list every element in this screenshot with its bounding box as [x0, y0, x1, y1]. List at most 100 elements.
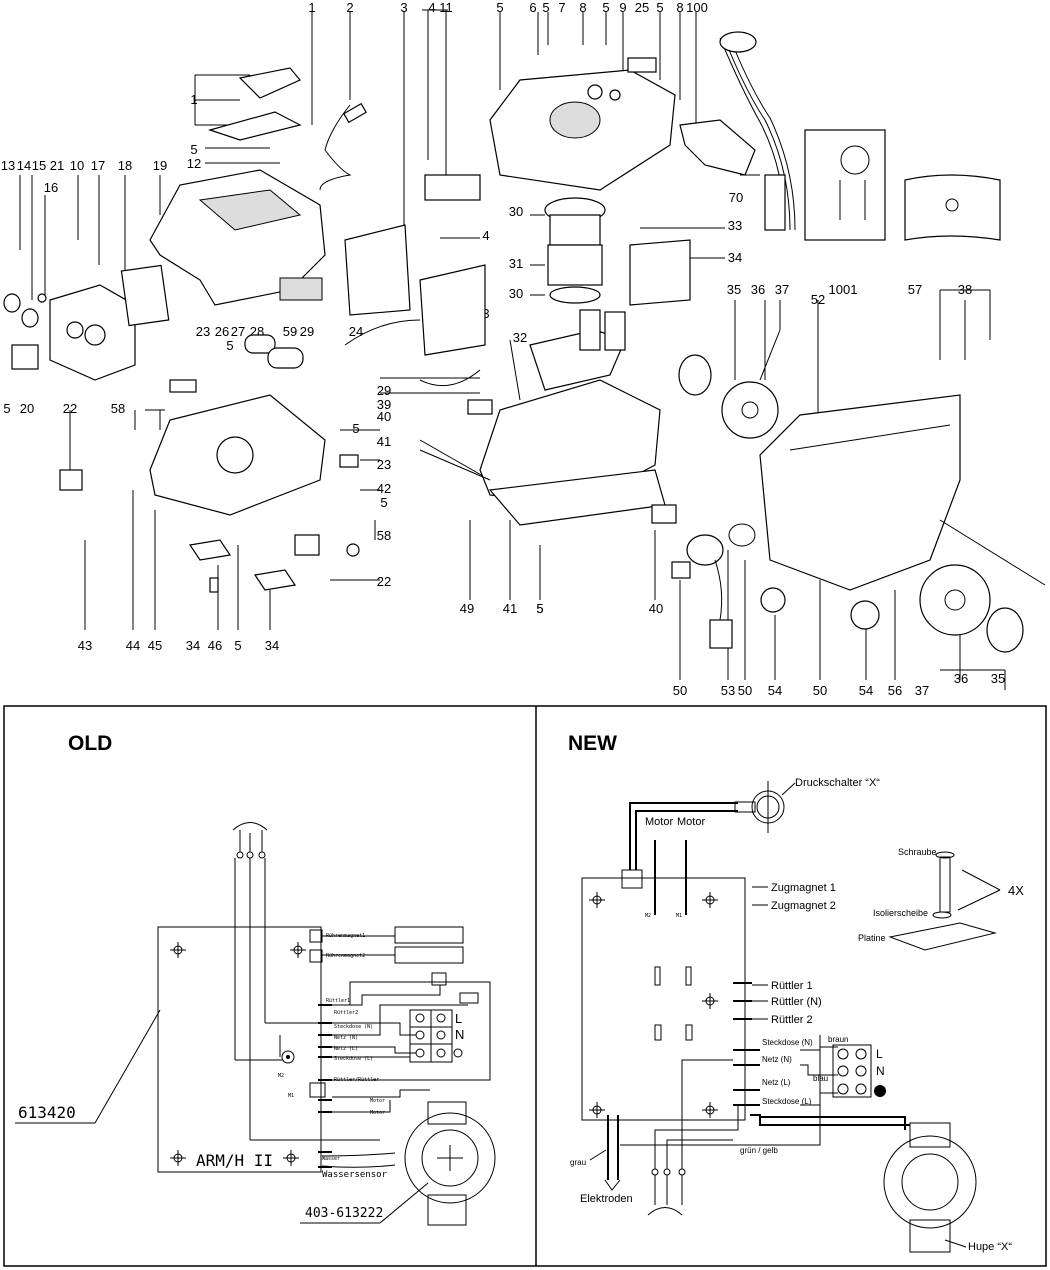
old-title: OLD [68, 732, 112, 755]
part-number-label: 34 [265, 638, 279, 653]
part-number-label: 40 [377, 409, 391, 424]
part-number-label: 5 [542, 0, 549, 15]
lower-housing [479, 309, 666, 526]
svg-text:Zugmagnet 1: Zugmagnet 1 [771, 882, 836, 894]
new-connector-labels: Zugmagnet 1 Zugmagnet 2 Rüttler 1 Rüttle… [752, 882, 836, 1026]
part-number-label: 56 [888, 683, 902, 698]
old-magnet-2 [394, 946, 464, 964]
old-motor-pin-m2: M2 [278, 1073, 284, 1079]
old-magnet-1 [394, 926, 464, 944]
part-number-label: 52 [811, 292, 825, 307]
part-number-label: 23 [377, 457, 391, 472]
filter-cartridges [344, 224, 486, 387]
old-horn [404, 1101, 496, 1226]
svg-text:Motor: Motor [370, 1110, 385, 1116]
old-diagram: OLD ARM/H II [15, 732, 496, 1226]
new-motor-label-2: Motor [677, 816, 705, 828]
new-horn: Hupe “X“ [883, 1122, 1012, 1253]
dust-bag-bracket [679, 119, 756, 176]
part-number-label: 42 [377, 481, 391, 496]
new-motor-label-1: Motor [645, 816, 673, 828]
inset-box-1001 [804, 129, 886, 241]
part-number-label: 34 [186, 638, 200, 653]
svg-text:Zugmagnet 2: Zugmagnet 2 [771, 900, 836, 912]
part-number-label: 22 [377, 574, 391, 589]
part-number-label: 25 [635, 0, 649, 15]
part-number-label: 13 [1, 158, 15, 173]
small-parts-left [59, 174, 677, 593]
svg-text:Rüttler 1: Rüttler 1 [771, 980, 813, 992]
part-number-label: 37 [775, 282, 789, 297]
old-switch-symbol [232, 822, 268, 831]
part-number-label: 18 [118, 158, 132, 173]
part-number-label: 70 [729, 190, 743, 205]
svg-text:Rüttler (N): Rüttler (N) [771, 996, 822, 1008]
new-diagram: NEW Druckschalter “X“ Motor Motor M2 M1 [568, 732, 1024, 1253]
tank [759, 394, 1046, 591]
top-housing [489, 57, 676, 191]
svg-text:Motor: Motor [370, 1098, 385, 1104]
part-number-label: 3 [482, 306, 489, 321]
part-number-label: 4 [428, 0, 435, 15]
control-panel [49, 264, 170, 381]
hose [719, 31, 796, 231]
old-pin-strip [309, 929, 332, 1168]
svg-text:4X: 4X [1008, 883, 1024, 898]
part-number-label: 49 [460, 601, 474, 616]
new-switch-symbol [647, 1207, 683, 1216]
svg-text:Netz (N): Netz (N) [762, 1055, 792, 1064]
new-motor-pin-m2: M2 [645, 913, 651, 919]
part-number-label: 40 [649, 601, 663, 616]
filter-pad [629, 239, 691, 306]
part-number-label: 1 [308, 0, 315, 15]
part-number-label: 5 [536, 601, 543, 616]
svg-text:Steckdose (L): Steckdose (L) [334, 1056, 373, 1062]
part-number-label: 50 [738, 683, 752, 698]
part-number-label: 5 [226, 338, 233, 353]
part-number-label: 27 [231, 324, 245, 339]
part-number-label: 41 [503, 601, 517, 616]
wiring-diagrams: OLD ARM/H II [3, 705, 1047, 1267]
part-number-label: 12 [187, 156, 201, 171]
part-number-label: 5 [352, 421, 359, 436]
top-cover [149, 169, 326, 306]
old-board-label: ARM/H II [196, 1151, 273, 1170]
part-number-label: 4 [482, 228, 489, 243]
part-number-label: 24 [349, 324, 363, 339]
new-pin-strip [733, 982, 760, 1106]
part-number-label: 45 [148, 638, 162, 653]
part-number-label: 54 [859, 683, 873, 698]
part-number-label: 59 [283, 324, 297, 339]
new-title: NEW [568, 732, 617, 755]
part-number-label: 5 [496, 0, 503, 15]
wire-color-blau: blau [813, 1074, 828, 1083]
part-number-label: 2 [346, 0, 353, 15]
wire-color-grau: grau [570, 1158, 586, 1167]
part-number-label: 5 [234, 638, 241, 653]
part-number-label: 50 [673, 683, 687, 698]
part-number-label: 54 [768, 683, 782, 698]
new-terminal-n: N [876, 1064, 885, 1078]
part-number-label: 35 [991, 671, 1005, 686]
part-number-label: 53 [721, 683, 735, 698]
part-number-label: 21 [50, 158, 64, 173]
part-number-label: 23 [196, 324, 210, 339]
part-number-label: 58 [111, 401, 125, 416]
svg-text:Netz (N): Netz (N) [334, 1035, 358, 1041]
part-number-label: 16 [44, 180, 58, 195]
part-number-label: 15 [32, 158, 46, 173]
part-number-label: 100 [686, 0, 708, 15]
part-number-label: 36 [751, 282, 765, 297]
old-terminal-l: L [455, 1011, 462, 1026]
old-horn-label: 403-613222 [305, 1206, 383, 1221]
svg-text:Wasser: Wasser [322, 1156, 340, 1162]
part-number-label: 46 [208, 638, 222, 653]
part-number-label: 9 [619, 0, 626, 15]
part-number-label: 43 [78, 638, 92, 653]
svg-text:Steckdose (N): Steckdose (N) [762, 1038, 813, 1047]
wire-color-gruen-gelb: grün / gelb [740, 1146, 778, 1155]
handle-part [207, 67, 302, 141]
old-part-label: 613420 [18, 1103, 76, 1122]
